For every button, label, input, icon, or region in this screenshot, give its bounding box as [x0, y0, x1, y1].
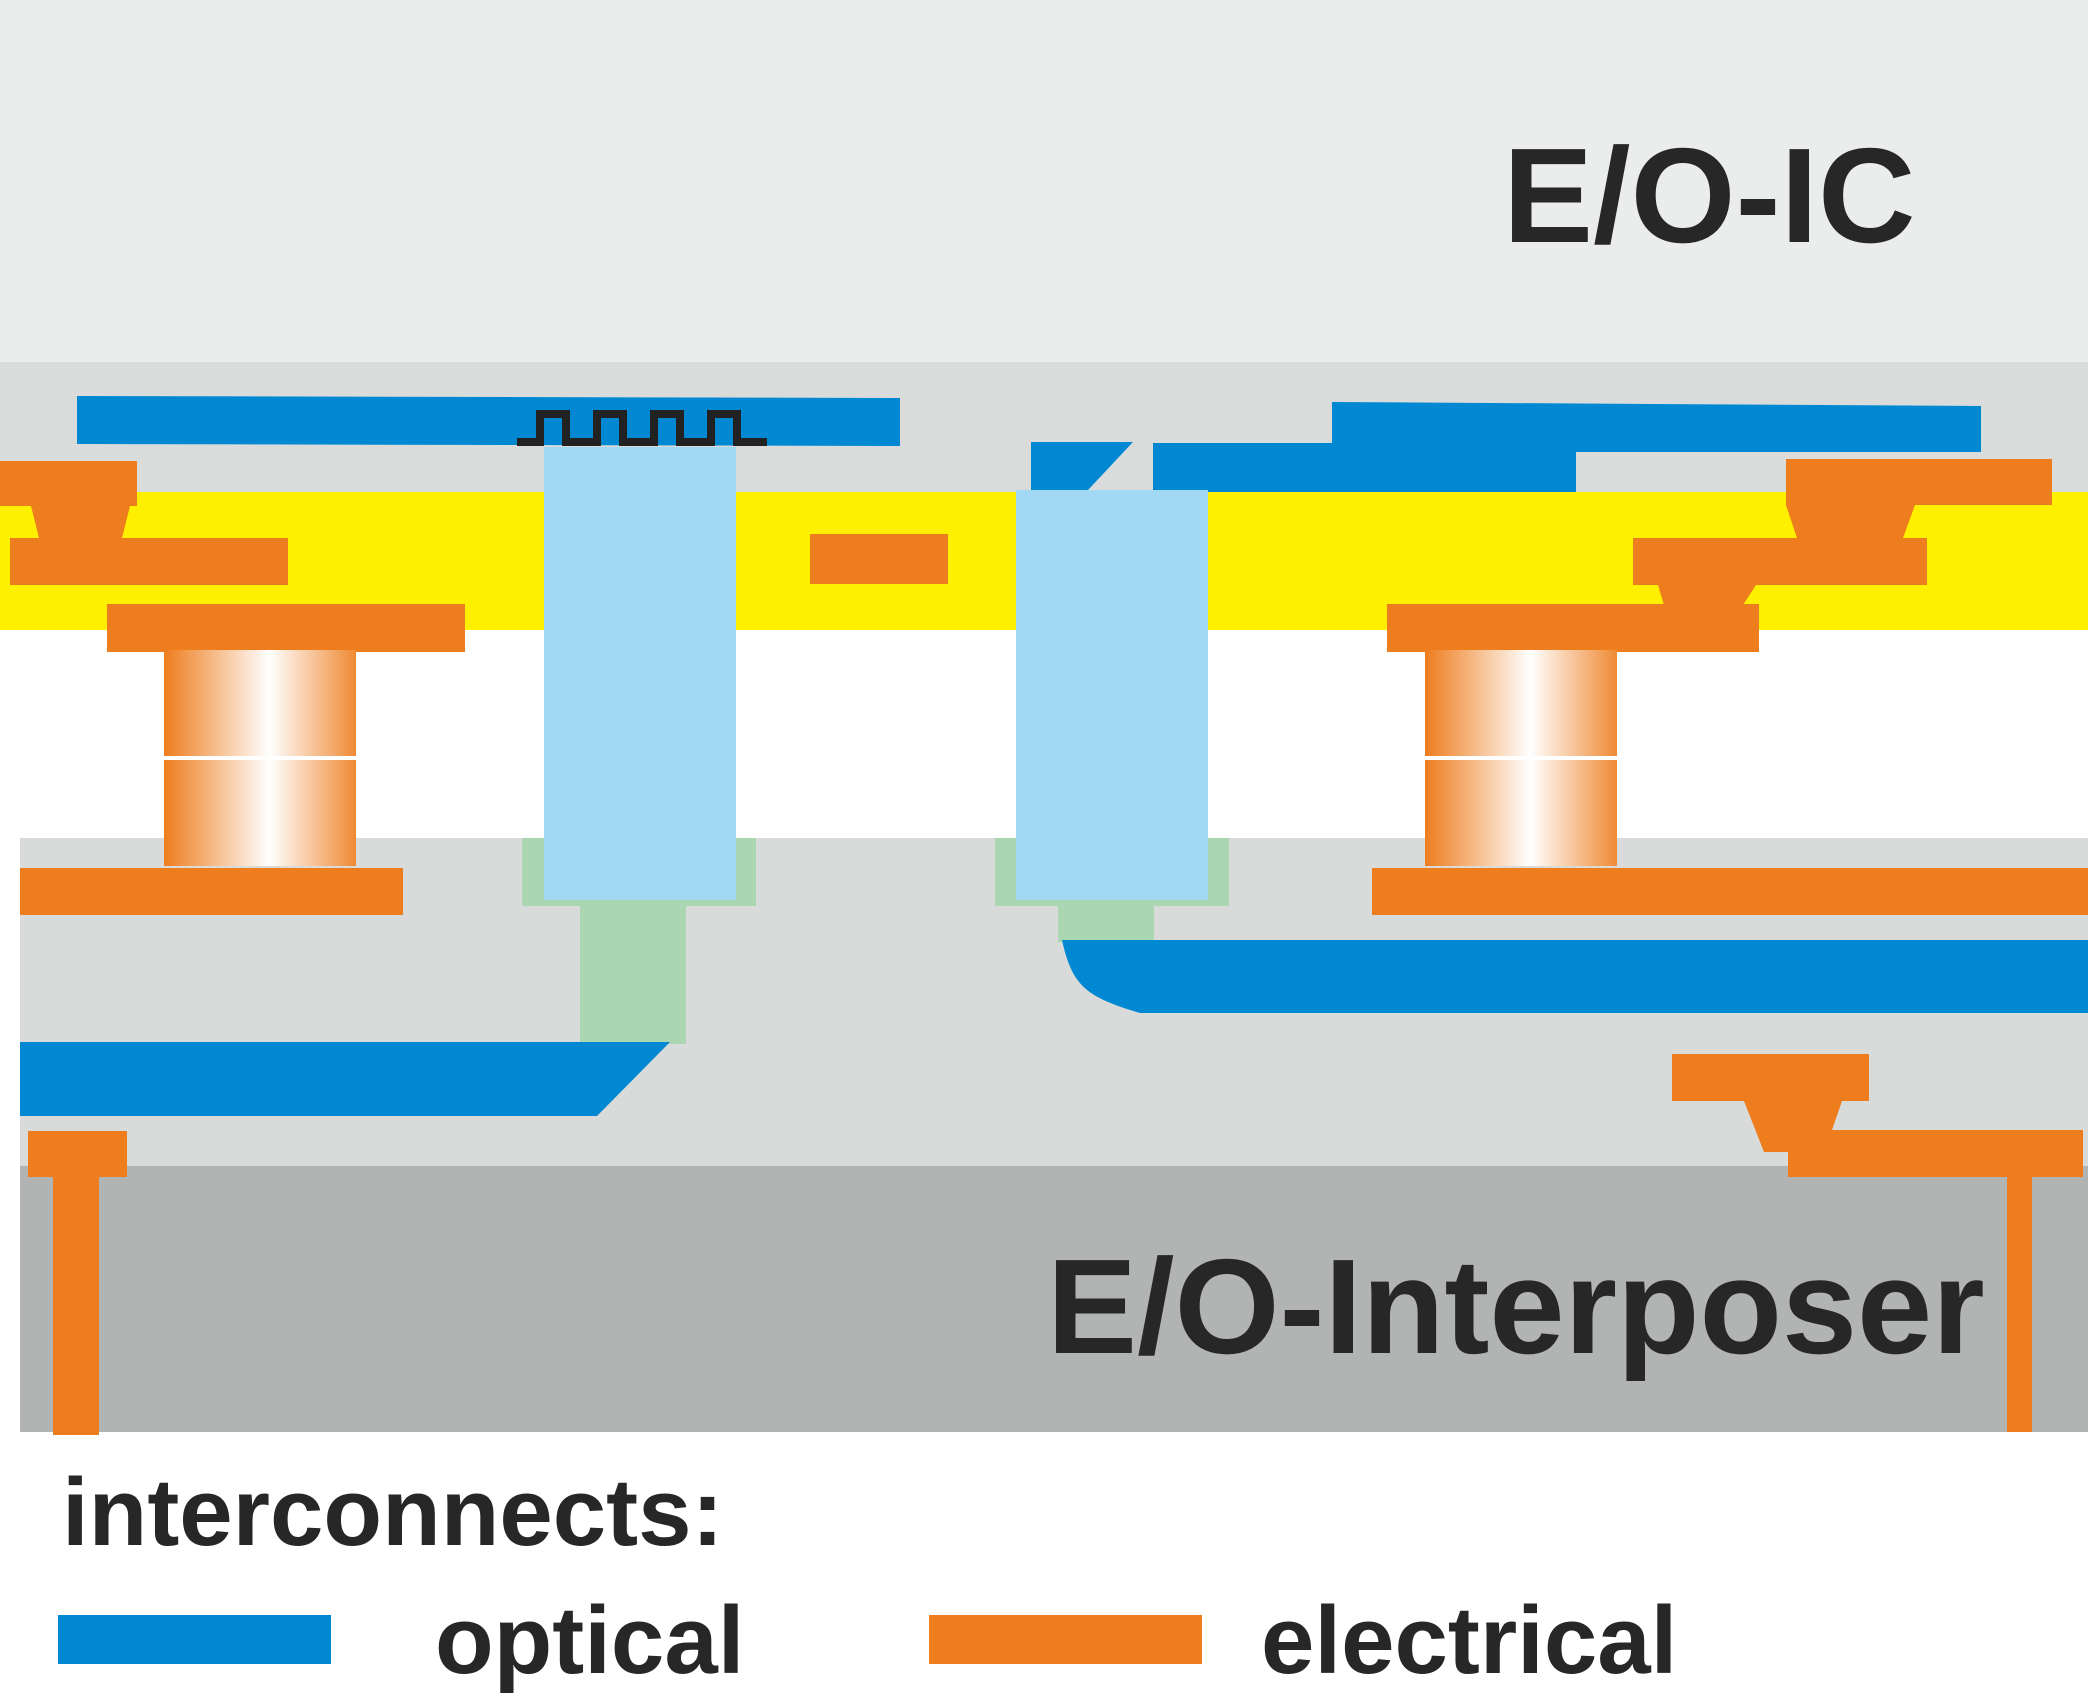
interposer-electrical-wiring	[20, 868, 2088, 1435]
eo-interposer-label: E/O-Interposer	[1047, 1231, 1985, 1382]
interposer-waveguide-left	[20, 1042, 670, 1116]
ic-electrical-wiring	[0, 459, 2052, 652]
ic-waveguide-left	[77, 396, 900, 446]
coupler-pillar-left	[544, 447, 736, 900]
solder-bump-left	[164, 650, 356, 866]
coupler-pillar-right	[1016, 490, 1208, 900]
solder-bump-right	[1425, 650, 1617, 866]
legend-swatch-optical	[58, 1615, 331, 1664]
ic-substrate	[0, 0, 2088, 362]
legend-label-electrical: electrical	[1261, 1587, 1677, 1694]
legend-label-optical: optical	[435, 1587, 744, 1694]
legend-swatch-electrical	[929, 1615, 1202, 1664]
interposer-substrate	[20, 1166, 2088, 1432]
interposer-waveguide-right	[1062, 940, 2088, 1013]
ic-waveguide-right	[1153, 402, 1981, 492]
ic-waveguide-right-facet	[1031, 442, 1133, 490]
eo-ic-label: E/O-IC	[1503, 120, 1916, 271]
legend-title: interconnects:	[62, 1459, 723, 1566]
grating-coupler	[517, 410, 767, 446]
